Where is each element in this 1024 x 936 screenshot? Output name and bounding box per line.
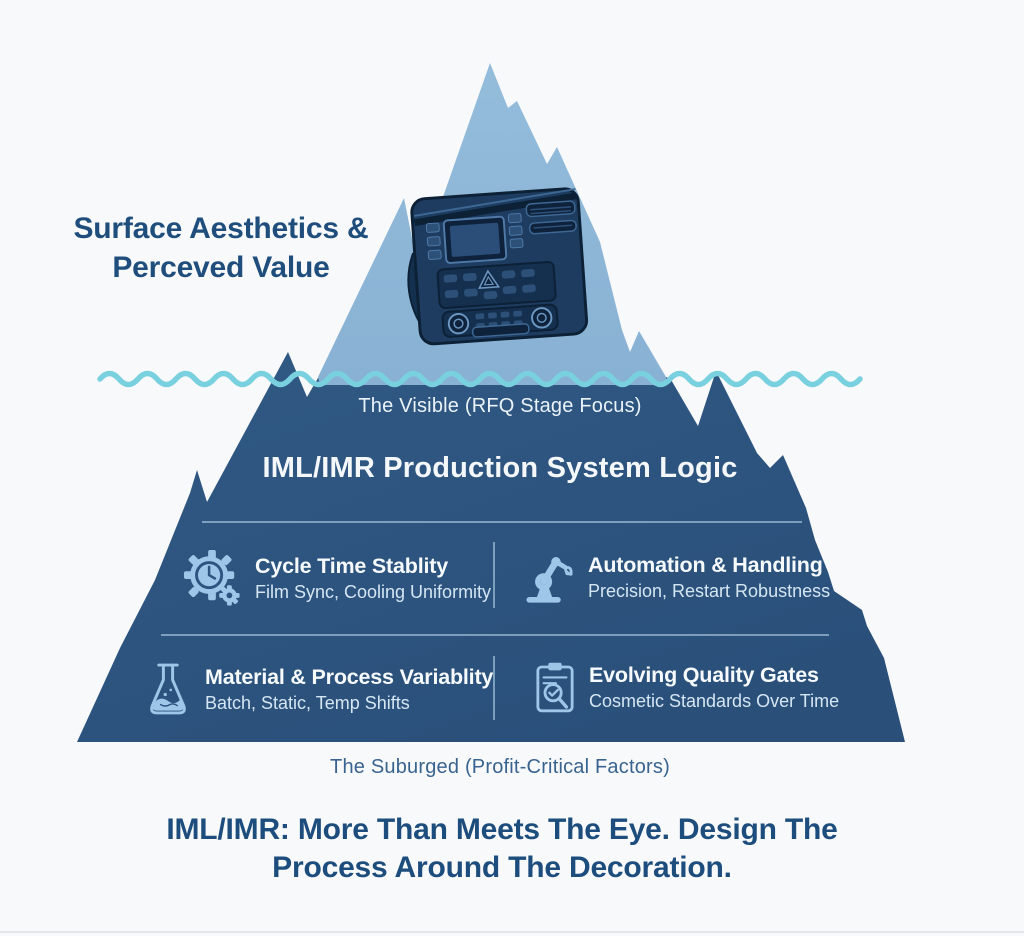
headline-line1: IML/IMR: More Than Meets The Eye. Design… bbox=[166, 813, 838, 846]
section-title: IML/IMR Production System Logic bbox=[262, 452, 738, 484]
quadrant-subtitle: Batch, Static, Temp Shifts bbox=[205, 692, 410, 713]
visible-zone-caption: The Visible (RFQ Stage Focus) bbox=[358, 395, 642, 417]
quadrant-subtitle: Precision, Restart Robustness bbox=[588, 580, 831, 601]
quadrant-subtitle: Film Sync, Cooling Uniformity bbox=[255, 581, 492, 602]
surface-label-line2: Perceved Value bbox=[112, 251, 330, 284]
surface-label-line1: Surface Aesthetics & bbox=[73, 212, 369, 245]
bottom-hairline bbox=[0, 931, 1024, 933]
flask-icon bbox=[150, 663, 186, 715]
robot-arm-icon bbox=[526, 557, 573, 603]
waterline-wave bbox=[97, 370, 863, 388]
car-dashboard-illustration bbox=[407, 187, 589, 346]
horizontal-divider-bottom bbox=[161, 634, 829, 636]
iceberg-below-water bbox=[77, 352, 905, 742]
quadrant-title: Material & Process Variablity bbox=[205, 664, 494, 689]
vertical-divider-row1 bbox=[493, 542, 495, 608]
headline-line2: Process Around The Decoration. bbox=[272, 851, 732, 884]
surface-aesthetics-label: Surface Aesthetics & Perceved Value bbox=[56, 209, 386, 287]
gear-clock-icon bbox=[183, 549, 240, 606]
quadrant-title: Cycle Time Stablity bbox=[255, 553, 448, 578]
horizontal-divider-top bbox=[202, 521, 802, 523]
footer-headline: IML/IMR: More Than Meets The Eye. Design… bbox=[112, 811, 892, 887]
quadrant-automation: Automation & Handling Precision, Restart… bbox=[517, 549, 830, 605]
quadrant-material: Material & Process Variablity Batch, Sta… bbox=[145, 659, 493, 719]
quadrant-subtitle: Cosmetic Standards Over Time bbox=[589, 690, 840, 711]
quadrant-cycle-time: Cycle Time Stablity Film Sync, Cooling U… bbox=[183, 549, 491, 607]
quadrant-title: Evolving Quality Gates bbox=[589, 662, 819, 687]
quadrant-quality-gates: Evolving Quality Gates Cosmetic Standard… bbox=[535, 661, 839, 713]
clipboard-check-icon bbox=[536, 662, 574, 713]
vertical-divider-row2 bbox=[493, 656, 495, 720]
submerged-zone-caption: The Suburged (Profit-Critical Factors) bbox=[330, 756, 670, 778]
quadrant-title: Automation & Handling bbox=[588, 552, 823, 577]
